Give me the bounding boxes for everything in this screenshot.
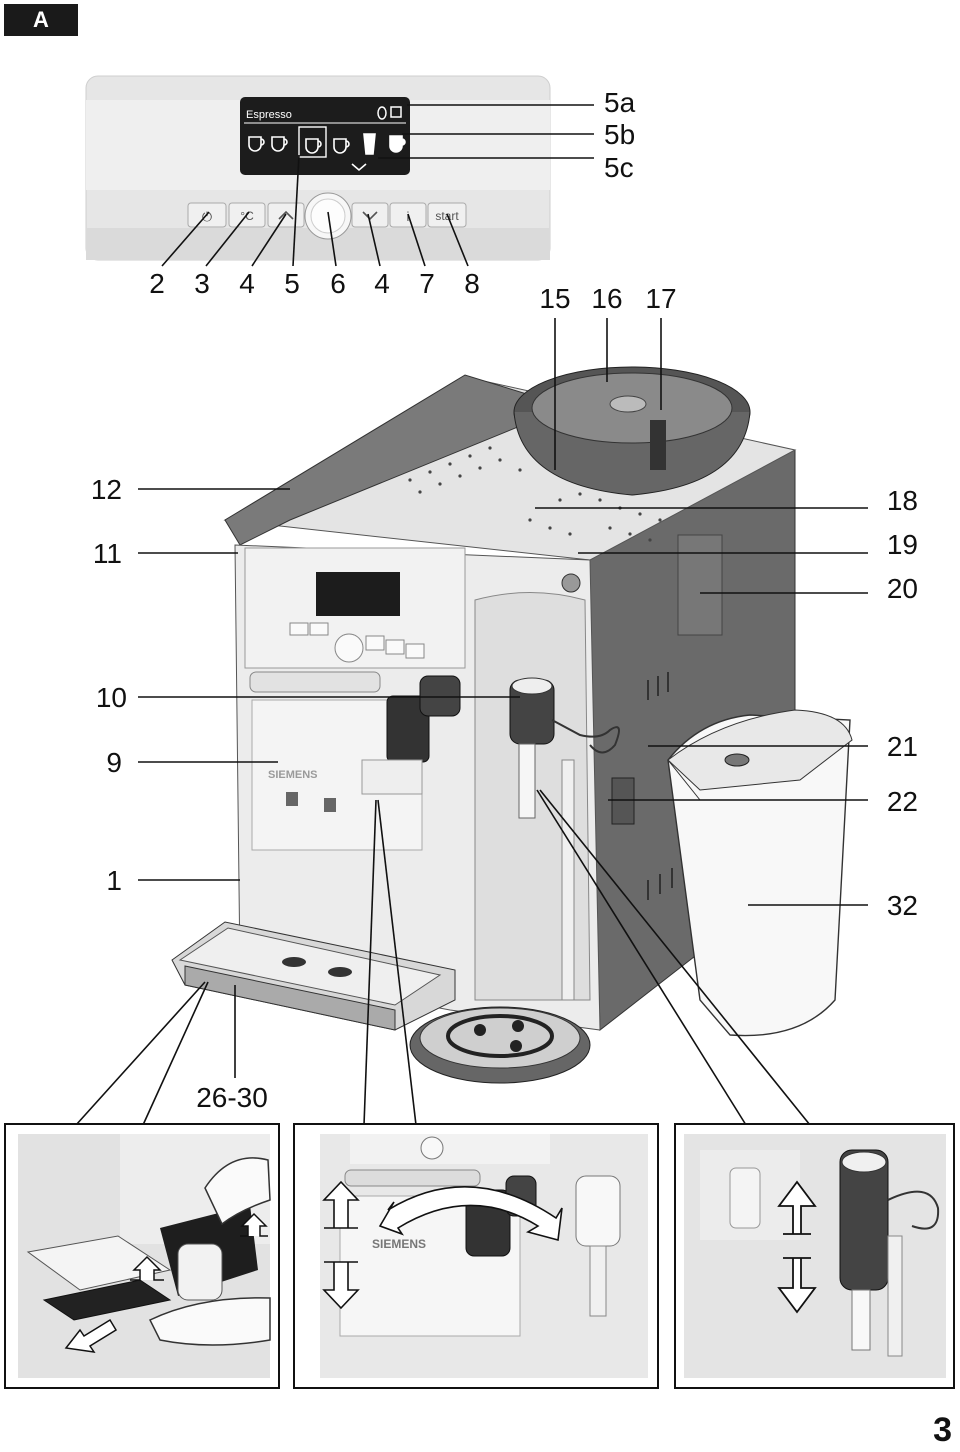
page-number: 3 bbox=[933, 1411, 952, 1449]
callout-5c: 5c bbox=[604, 152, 634, 183]
svg-text:⏻: ⏻ bbox=[202, 209, 212, 224]
coffee-machine: SIEMENS bbox=[171, 366, 853, 1084]
section-tab: A bbox=[4, 4, 78, 36]
chevron-down-icon bbox=[351, 163, 367, 172]
arrow-up-icon bbox=[130, 1255, 164, 1281]
panel-leader-lines bbox=[161, 104, 594, 267]
callout-5: 5 bbox=[284, 268, 300, 299]
callout-15: 15 bbox=[539, 283, 570, 314]
arrow-down-icon bbox=[777, 1257, 817, 1314]
chevron-up-icon bbox=[278, 210, 294, 220]
bean-cup-icon bbox=[377, 106, 402, 120]
rotate-arrow-icon bbox=[378, 1186, 563, 1242]
callout-8: 8 bbox=[464, 268, 480, 299]
arrow-down-icon bbox=[322, 1261, 360, 1310]
callout-1: 1 bbox=[106, 865, 122, 896]
callout-18: 18 bbox=[887, 485, 918, 516]
arrow-up-icon bbox=[777, 1180, 817, 1235]
callout-4: 4 bbox=[239, 268, 255, 299]
machine-leader-lines bbox=[138, 318, 868, 1078]
callout-6: 6 bbox=[330, 268, 346, 299]
callout-17: 17 bbox=[645, 283, 676, 314]
callout-20: 20 bbox=[887, 573, 918, 604]
control-panel-closeup: Espresso ⏻ °C i start bbox=[85, 75, 551, 261]
callout-4: 4 bbox=[374, 268, 390, 299]
callout-19: 19 bbox=[887, 529, 918, 560]
detail-milk-spout bbox=[674, 1123, 955, 1389]
zoom-lines bbox=[75, 789, 811, 1126]
callout-9: 9 bbox=[106, 747, 122, 778]
brand-label: SIEMENS bbox=[268, 769, 318, 781]
rotary-switch bbox=[561, 573, 581, 593]
chevron-down-icon bbox=[362, 211, 378, 221]
down-button[interactable] bbox=[351, 202, 389, 228]
detail-drip-tray bbox=[4, 1123, 280, 1389]
callout-10: 10 bbox=[96, 682, 127, 713]
callout-21: 21 bbox=[887, 731, 918, 762]
machine-display bbox=[316, 572, 400, 616]
brand-label: SIEMENS bbox=[372, 1237, 426, 1251]
callout-26-30: 26-30 bbox=[196, 1082, 268, 1113]
drink-icons bbox=[248, 126, 406, 158]
callout-5b: 5b bbox=[604, 119, 635, 150]
callout-7: 7 bbox=[419, 268, 435, 299]
callout-16: 16 bbox=[591, 283, 622, 314]
callout-3: 3 bbox=[194, 268, 210, 299]
detail-coffee-outlet: SIEMENS bbox=[293, 1123, 659, 1389]
side-slot bbox=[611, 777, 635, 825]
callout-32: 32 bbox=[887, 890, 918, 921]
callout-22: 22 bbox=[887, 786, 918, 817]
callout-12: 12 bbox=[91, 474, 122, 505]
arrow-up-icon bbox=[322, 1180, 360, 1229]
callout-2: 2 bbox=[149, 268, 165, 299]
callout-11: 11 bbox=[93, 538, 122, 569]
arrow-down-left-icon bbox=[64, 1318, 118, 1353]
milk-container bbox=[667, 709, 853, 1037]
display-title: Espresso bbox=[246, 109, 292, 121]
arrow-up-icon bbox=[240, 1212, 268, 1237]
callout-5a: 5a bbox=[604, 87, 636, 118]
display-screen bbox=[240, 97, 410, 175]
